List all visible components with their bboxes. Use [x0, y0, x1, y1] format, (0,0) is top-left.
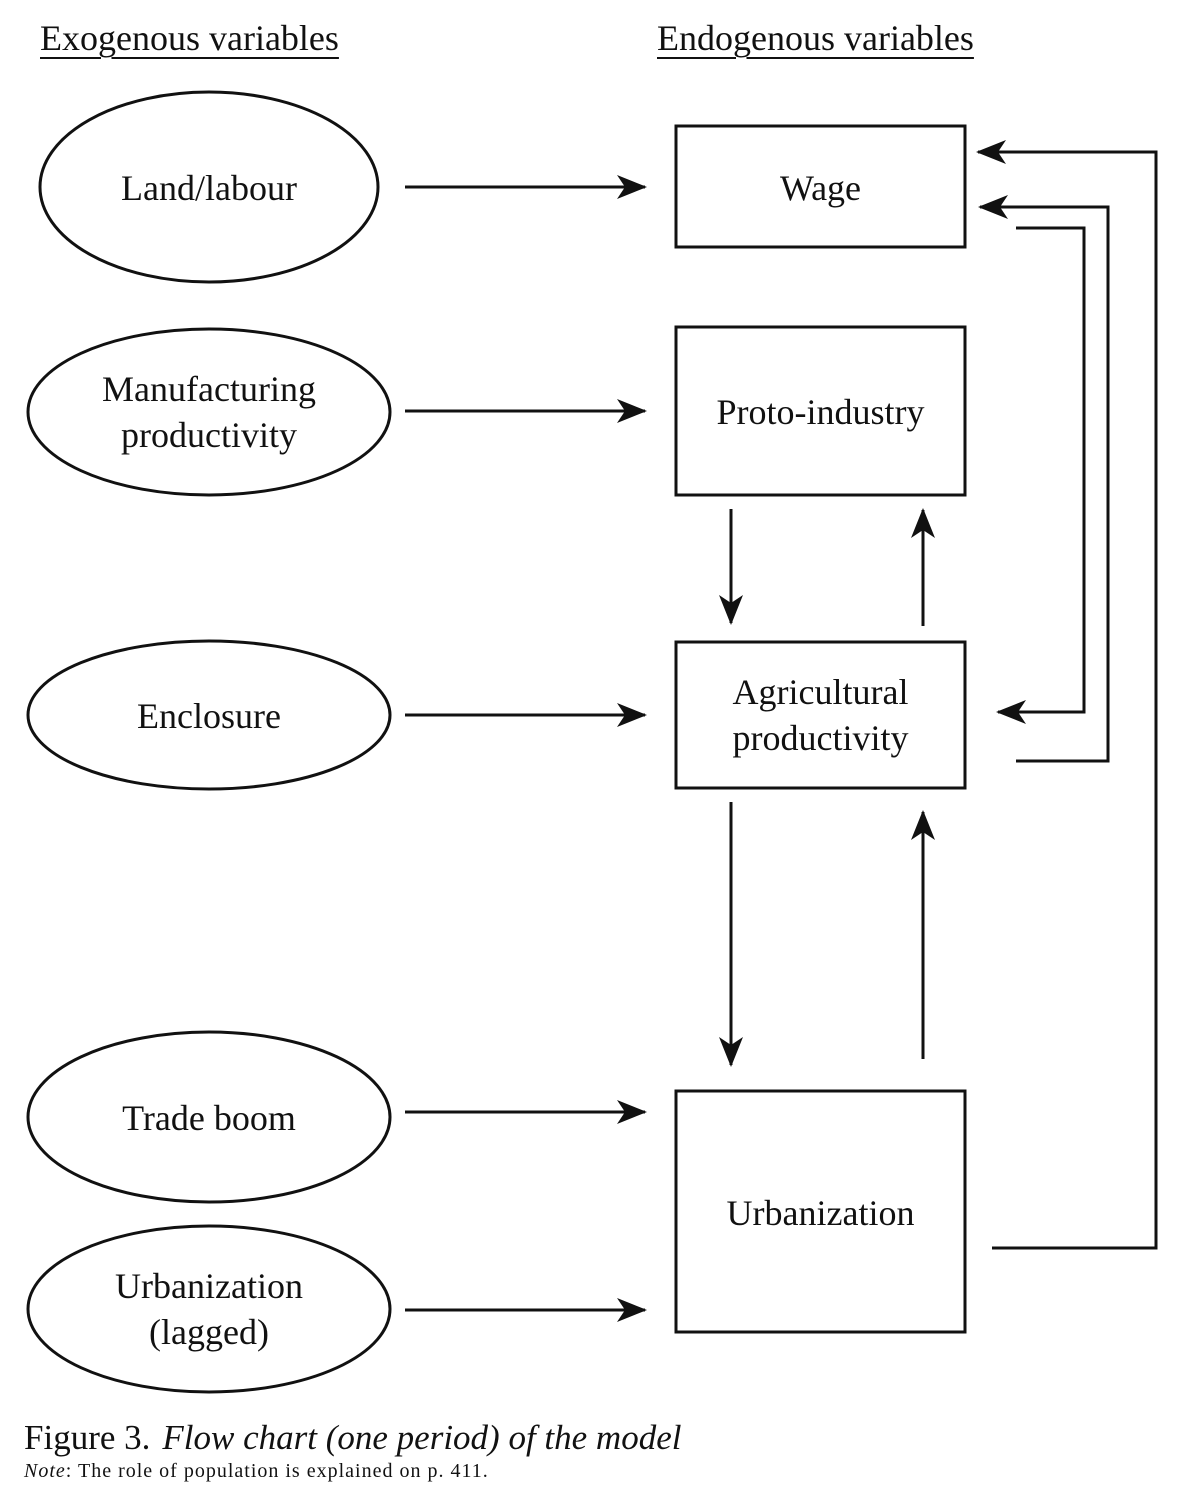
figure-caption: Figure 3. Flow chart (one period) of the … [24, 1416, 681, 1460]
figure-label: Figure 3. [24, 1418, 151, 1457]
label-proto-industry: Proto-industry [716, 391, 925, 432]
label-trade-boom: Trade boom [122, 1097, 296, 1138]
endogenous-header: Endogenous variables [657, 18, 974, 58]
node-enclosure [26, 639, 392, 791]
label-urbanization-lagged: Urbanization (lagged) [115, 1266, 303, 1352]
figure-title: Flow chart (one period) of the model [162, 1418, 682, 1457]
node-urbanization [674, 1089, 967, 1334]
node-land-labour [38, 90, 380, 284]
note-label: Note [24, 1460, 66, 1482]
edge-agricultural-productivity-to-wage [978, 195, 1110, 763]
node-wage [674, 124, 967, 249]
node-manufacturing-productivity [26, 327, 392, 497]
label-land-labour: Land/labour [121, 167, 297, 208]
node-trade-boom [26, 1030, 392, 1204]
edge-wage-to-agricultural-productivity [996, 226, 1086, 724]
note-text: : The role of population is explained on… [65, 1460, 489, 1482]
exogenous-header: Exogenous variables [40, 18, 339, 58]
label-enclosure: Enclosure [137, 695, 281, 736]
label-wage: Wage [779, 167, 862, 208]
node-urbanization-lagged [26, 1224, 392, 1394]
figure-note: Note: The role of population is explaine… [24, 1457, 489, 1485]
edge-urbanization-to-wage [976, 140, 1158, 1250]
label-urbanization: Urbanization [726, 1192, 915, 1233]
label-manufacturing-productivity: Manufacturing productivity [102, 369, 316, 455]
node-agricultural-productivity [674, 640, 967, 790]
label-agricultural-productivity: Agricultural productivity [732, 672, 909, 758]
node-proto-industry [674, 325, 967, 497]
